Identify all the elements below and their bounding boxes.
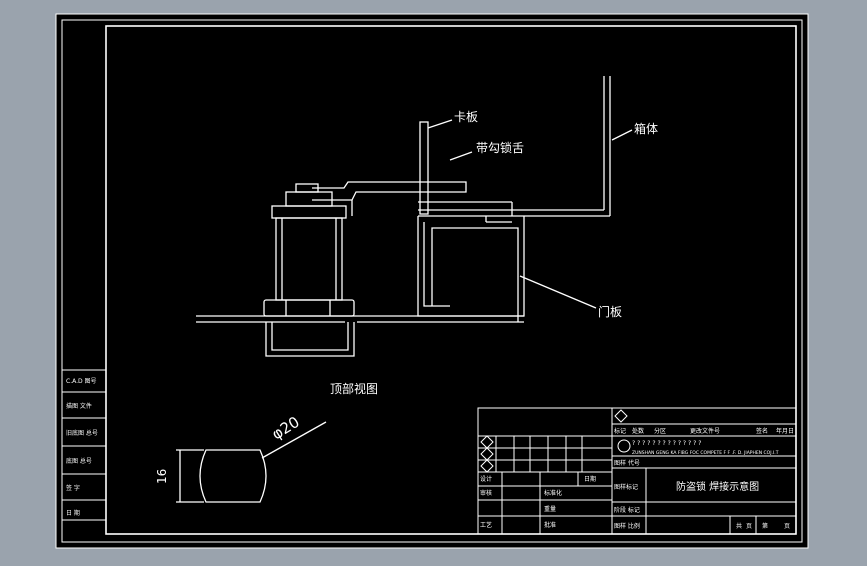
question-marks: ? ? ? ? ? ? ? ? ? ? ? ? ? ? xyxy=(632,440,701,447)
revision-header-2: 分区 xyxy=(654,427,666,435)
standardization-label: 标准化 xyxy=(544,489,562,497)
company-line: ZUNSHAN GENG KA FIBG FOC COMPETE F F .F.… xyxy=(632,450,779,456)
revision-header-4: 签名 xyxy=(756,427,768,435)
revision-header-5: 年月日 xyxy=(776,427,794,435)
side-row-sign: 签 字 xyxy=(66,484,80,492)
sheet-total-unit: 页 xyxy=(746,523,752,530)
side-row-base: 底图 总号 xyxy=(66,457,92,465)
sheet-num-unit: 页 xyxy=(784,523,790,530)
revision-header-0: 标记 xyxy=(614,427,626,435)
dimension-height: 16 xyxy=(155,469,169,484)
side-row-old: 旧底图 总号 xyxy=(66,429,98,437)
inner-border xyxy=(105,25,797,535)
sheet-num-label: 第 xyxy=(762,522,768,530)
label-xiang-ti: 箱体 xyxy=(634,121,658,136)
label-dai-gou-suo-she: 带勾锁舌 xyxy=(476,140,524,155)
label-men-ban: 门板 xyxy=(598,304,622,319)
scale-label: 图样 比例 xyxy=(614,522,640,530)
side-row-date: 日 期 xyxy=(66,509,80,517)
date-label: 日期 xyxy=(584,475,596,483)
drawing-title: 防盗锁 焊接示意图 xyxy=(676,480,759,493)
design-label: 设计 xyxy=(480,475,492,483)
title-block-lines xyxy=(477,407,797,535)
top-view-profile xyxy=(176,421,327,503)
section-title: 顶部视图 xyxy=(330,381,378,396)
label-ka-ban: 卡板 xyxy=(454,110,478,124)
stage-label: 阶段 标记 xyxy=(614,506,640,514)
weight-label: 重量 xyxy=(544,505,556,513)
approve-label: 批准 xyxy=(544,521,556,529)
side-row-trace: 描图 文件 xyxy=(66,402,92,410)
drawing-frame xyxy=(61,19,803,543)
side-row-cad: C.A.D 图号 xyxy=(66,378,97,385)
side-block xyxy=(61,369,107,521)
material-label: 图样 代号 xyxy=(614,459,640,467)
review-label: 审核 xyxy=(480,489,492,497)
process-label: 工艺 xyxy=(480,521,492,529)
assembly-drawing xyxy=(196,76,633,357)
sheet-total-label: 共 xyxy=(736,522,742,530)
revision-header-3: 更改文件号 xyxy=(690,427,720,435)
drawing-mark-label: 图样标记 xyxy=(614,483,638,491)
revision-header-1: 处数 xyxy=(632,427,644,435)
